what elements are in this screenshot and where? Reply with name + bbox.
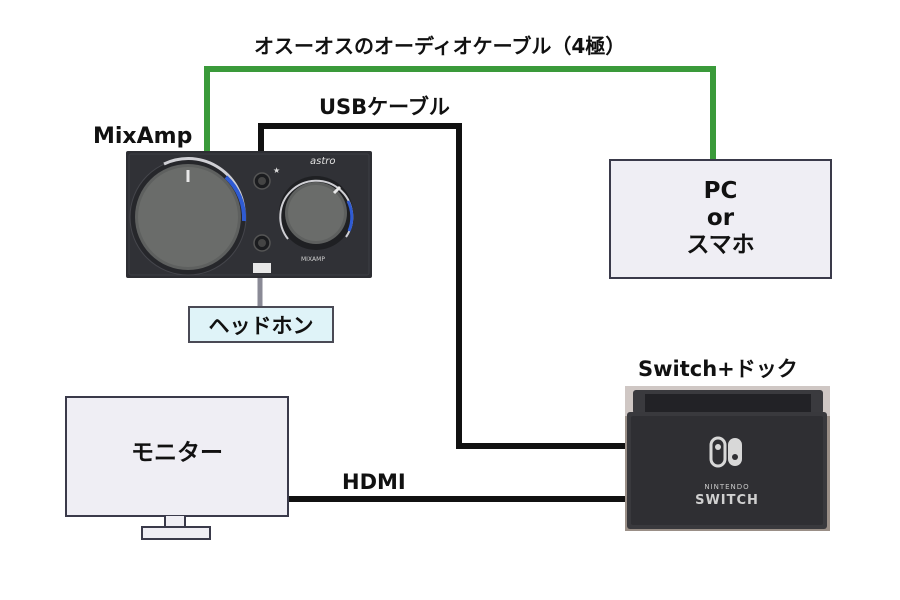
usb-cable-line [258,123,626,449]
pc-label-line3: スマホ [686,232,755,259]
pc-label-line1: PC [703,178,738,204]
usb-cable-label: USBケーブル [319,95,450,119]
nintendo-switch-logo [709,436,742,468]
pc-smartphone-box: PC or スマホ [609,159,832,279]
mixamp-brand: astro [310,156,336,167]
audio-cable-label: オスーオスのオーディオケーブル（4極） [254,34,626,58]
mixamp-device: ★ astro MIXAMP [126,151,372,278]
monitor-stand-base [141,526,211,540]
hdmi-cable-label: HDMI [342,470,406,494]
star-icon: ★ [273,166,280,175]
switch-dock-label: Switch+ドック [638,357,798,381]
switch-brand-line1: NINTENDO [704,483,749,491]
mixamp-model: MIXAMP [301,256,325,263]
switch-brand-line2: SWITCH [695,493,759,508]
audio-cable-line [204,66,716,160]
switch-dock-device: NINTENDO SWITCH [625,386,830,531]
mixamp-label: MixAmp [93,124,193,149]
headphone-label: ヘッドホン [208,314,314,338]
headphone-box: ヘッドホン [188,306,334,343]
monitor-label: モニター [131,440,223,466]
volume-dial [129,157,247,276]
balance-dial [279,176,354,250]
monitor-screen: モニター [65,396,289,517]
pc-label-line2: or [706,205,735,232]
